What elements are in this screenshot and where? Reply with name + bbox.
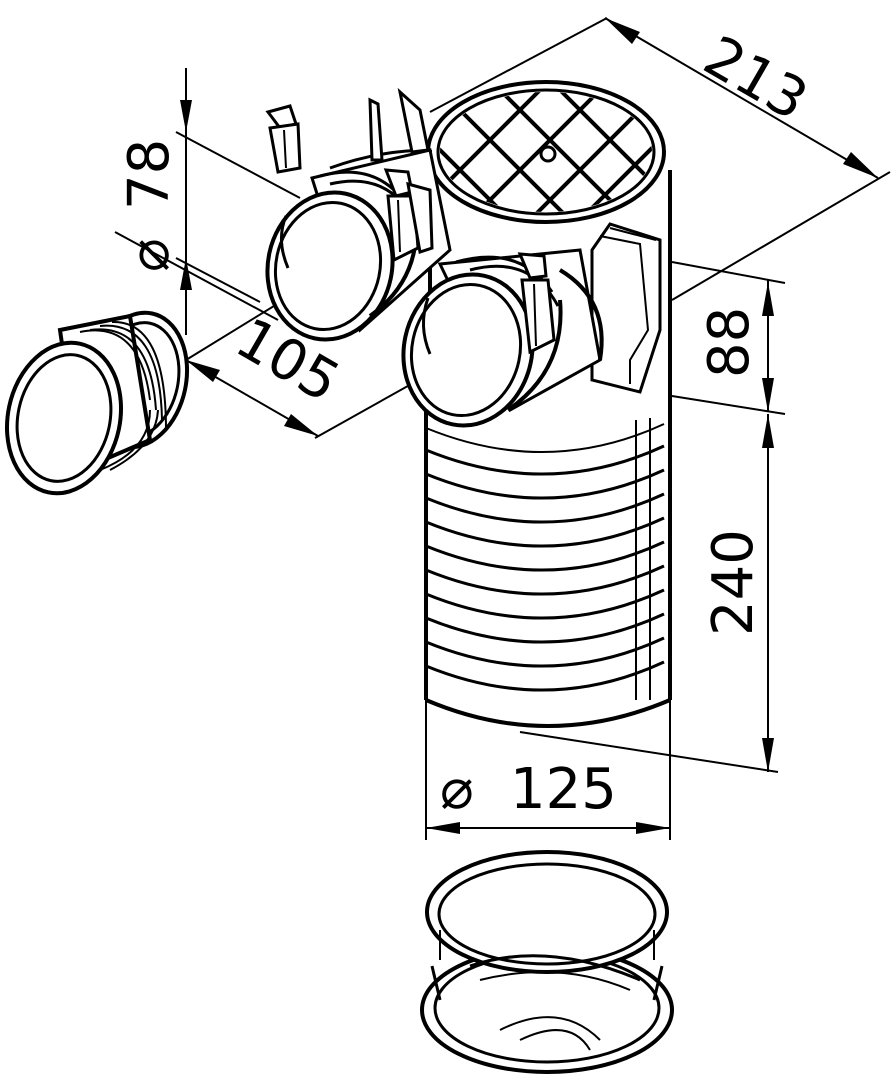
side-bracket xyxy=(590,222,662,394)
loose-clip xyxy=(265,104,302,174)
seal-ring-left xyxy=(4,310,190,496)
dim-78-symbol: ⌀ xyxy=(117,238,182,272)
dim-125-label: 125 xyxy=(510,757,617,822)
base-ring xyxy=(420,850,674,1074)
dim-125-symbol: ⌀ xyxy=(440,757,474,822)
top-grille xyxy=(426,80,666,300)
clip-lower xyxy=(517,252,556,355)
dim-240-label: 240 xyxy=(701,529,766,636)
dimension-diameter-78: ⌀ 78 xyxy=(117,68,301,335)
spigot-lower xyxy=(401,248,604,428)
dimension-240: 240 xyxy=(519,414,779,773)
dim-88-label: 88 xyxy=(697,307,762,378)
dimension-diameter-125: ⌀ 125 xyxy=(425,700,671,840)
dimension-88: 88 xyxy=(671,261,786,415)
spigot-upper xyxy=(265,87,452,342)
ribs xyxy=(425,418,665,700)
clip-upper xyxy=(383,168,434,263)
dim-78-label: 78 xyxy=(117,139,182,210)
dim-213-label: 213 xyxy=(693,24,818,134)
